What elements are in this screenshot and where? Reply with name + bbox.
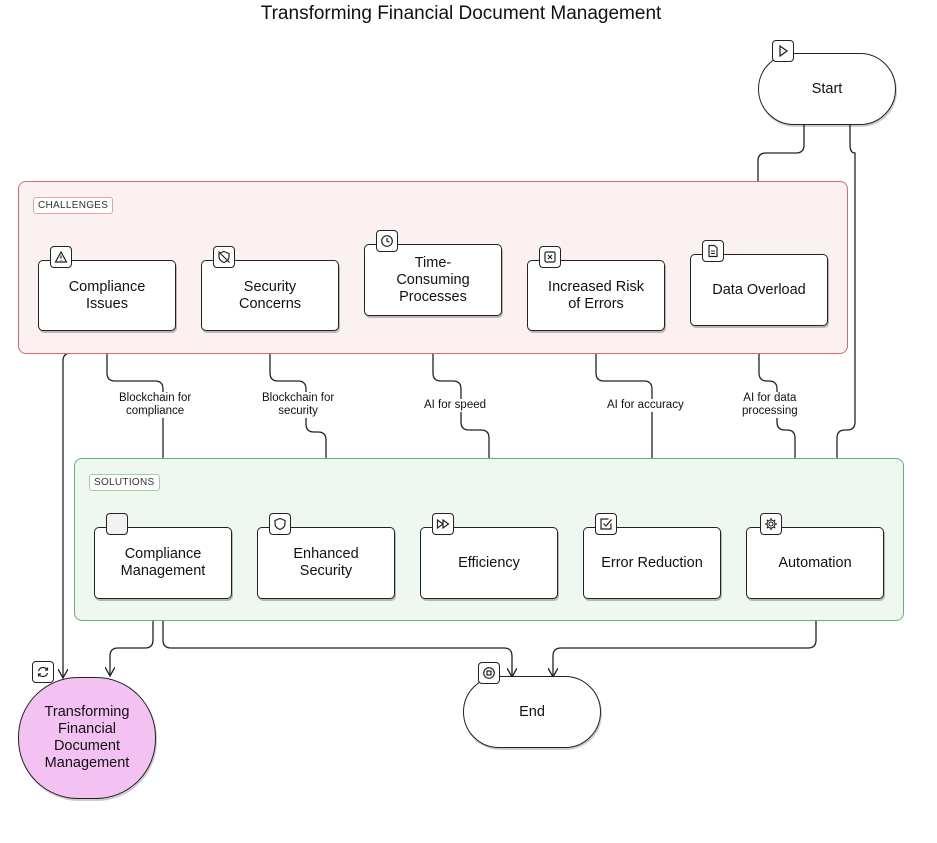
diagram-title: Transforming Financial Document Manageme… — [260, 3, 662, 24]
blank-icon — [106, 513, 128, 535]
start-node[interactable]: Start — [758, 53, 896, 125]
compliance-management-label: Compliance Management — [120, 546, 206, 579]
shield-off-icon — [213, 246, 235, 268]
efficiency-node[interactable]: Efficiency — [420, 527, 558, 599]
time-consuming-label: Time- Consuming Processes — [396, 254, 470, 305]
data-overload-node[interactable]: Data Overload — [690, 254, 828, 326]
document-icon — [702, 240, 724, 262]
automation-label: Automation — [778, 554, 852, 571]
play-icon — [772, 40, 794, 62]
error-reduction-label: Error Reduction — [601, 554, 703, 571]
solutions-group-label: SOLUTIONS — [89, 474, 160, 491]
edge-risk-error-reduction — [595, 331, 652, 527]
time-consuming-node[interactable]: Time- Consuming Processes — [364, 244, 502, 316]
edge-compliance-management-final — [110, 599, 154, 675]
edge-label-blockchain-compliance: Blockchain for compliance — [117, 392, 194, 418]
edge-automation-end — [553, 599, 817, 676]
security-concerns-node[interactable]: Security Concerns — [201, 260, 339, 331]
warning-icon — [50, 246, 72, 268]
challenges-group-label: CHALLENGES — [33, 197, 114, 214]
data-overload-label: Data Overload — [712, 281, 806, 298]
gear-icon — [760, 513, 782, 535]
increased-risk-label: Increased Risk of Errors — [548, 278, 644, 312]
final-node-label: Transforming Financial Document Manageme… — [44, 704, 130, 771]
start-node-label: Start — [811, 80, 843, 97]
refresh-icon — [32, 661, 54, 683]
edge-label-ai-speed: AI for speed — [422, 399, 489, 412]
stop-icon — [478, 662, 500, 684]
clock-icon — [376, 230, 398, 252]
edge-label-ai-accuracy: AI for accuracy — [605, 399, 686, 412]
shield-icon — [269, 513, 291, 535]
error-reduction-node[interactable]: Error Reduction — [583, 527, 721, 599]
check-box-icon — [595, 513, 617, 535]
final-node[interactable]: Transforming Financial Document Manageme… — [18, 677, 156, 799]
efficiency-label: Efficiency — [458, 554, 520, 571]
fast-forward-icon — [432, 513, 454, 535]
automation-node[interactable]: Automation — [746, 527, 884, 599]
edge-label-blockchain-security: Blockchain for security — [260, 392, 337, 418]
edge-start-automation — [837, 125, 856, 527]
edge-compliance-management-end — [162, 599, 512, 676]
increased-risk-node[interactable]: Increased Risk of Errors — [527, 260, 665, 331]
edge-compliance-issues-compliance-management — [106, 331, 163, 527]
x-box-icon — [539, 246, 561, 268]
security-concerns-label: Security Concerns — [238, 278, 302, 312]
end-node-label: End — [519, 703, 545, 720]
enhanced-security-node[interactable]: Enhanced Security — [257, 527, 395, 599]
end-node[interactable]: End — [463, 676, 601, 748]
enhanced-security-label: Enhanced Security — [293, 546, 359, 579]
compliance-issues-label: Compliance Issues — [68, 278, 146, 312]
compliance-management-node[interactable]: Compliance Management — [94, 527, 232, 599]
compliance-issues-node[interactable]: Compliance Issues — [38, 260, 176, 331]
edge-label-ai-data: AI for data processing — [740, 392, 800, 418]
edge-start-data-overload — [758, 125, 805, 254]
